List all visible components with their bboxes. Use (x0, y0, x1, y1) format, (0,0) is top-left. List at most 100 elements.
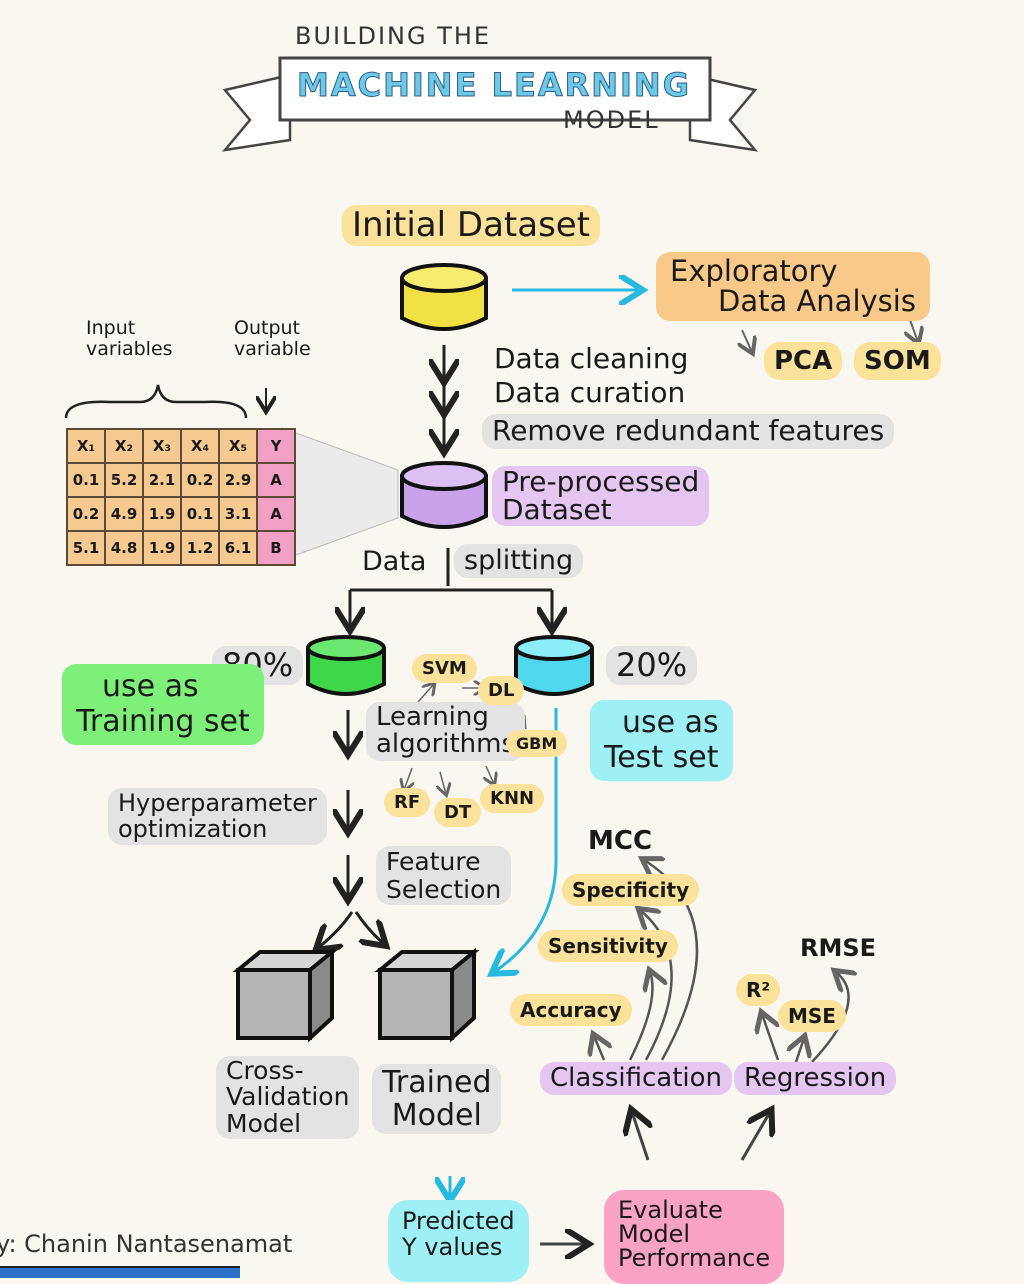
predicted-line-2: Y values (402, 1233, 503, 1262)
title-line-1: BUILDING THE (295, 22, 492, 50)
trained-line-2: Model (391, 1098, 482, 1133)
data-table-cell: 1.9 (142, 530, 182, 566)
regression-label: Regression (734, 1062, 897, 1095)
algo-svm: SVM (412, 654, 477, 683)
feature-line-1: Feature (386, 847, 481, 876)
data-table-cell: 2.1 (142, 462, 182, 498)
cv-line-1: Cross- (226, 1056, 304, 1085)
initial-dataset-label: Initial Dataset (342, 205, 601, 247)
trained-model-box-icon (374, 948, 480, 1043)
algo-rf: RF (384, 788, 431, 817)
input-variables-text: Input variables (86, 317, 173, 360)
trained-model-label: Trained Model (372, 1064, 502, 1134)
classification-label: Classification (540, 1062, 733, 1095)
algo-dl: DL (478, 676, 525, 705)
title-banner: BUILDING THE MACHINE LEARNING MODEL (205, 20, 775, 160)
step-remove-redundant-features: Remove redundant features (482, 414, 895, 449)
training-set-database-icon (306, 635, 386, 696)
banner-ribbon-icon (221, 56, 759, 152)
learning-algorithms-label: Learning algorithms (366, 702, 526, 761)
data-table-cell: A (256, 462, 296, 498)
training-set-label: use as Training set (62, 664, 264, 745)
pca-chip: PCA (764, 342, 843, 380)
data-table-cell: 5.1 (66, 530, 106, 566)
data-table-cell: 1.9 (142, 496, 182, 532)
data-table-cell: 0.1 (180, 496, 220, 532)
output-variable-text: Output variable (234, 317, 311, 360)
initial-dataset-database-icon (400, 263, 488, 331)
metric-mcc: MCC (588, 826, 653, 856)
eda-label: Exploratory Data Analysis (656, 252, 930, 321)
cross-validation-model-label: Cross- Validation Model (216, 1056, 360, 1139)
cv-line-2: Validation (226, 1082, 350, 1112)
data-table-cell: 0.2 (66, 496, 106, 532)
test-line-1: use as (622, 705, 719, 740)
metric-specificity: Specificity (562, 874, 700, 906)
step-data-curation: Data curation (494, 376, 686, 409)
trained-line-1: Trained (382, 1065, 492, 1100)
predicted-y-values-label: Predicted Y values (388, 1200, 529, 1282)
learning-line-1: Learning (376, 702, 489, 732)
hyperparameter-line-1: Hyperparameter (118, 789, 317, 817)
hyperparameter-line-2: optimization (118, 815, 268, 844)
cross-validation-model-box-icon (232, 948, 338, 1043)
eda-label-line-2: Data Analysis (718, 284, 916, 319)
cv-line-3: Model (226, 1108, 302, 1138)
evaluate-performance-label: Evaluate Model Performance (604, 1190, 785, 1284)
evaluate-line-1: Evaluate (618, 1196, 723, 1224)
preprocessed-dataset-database-icon (400, 461, 488, 529)
metric-mse: MSE (778, 1000, 846, 1032)
preprocessed-line-1: Pre-processed (502, 465, 700, 498)
training-line-2: Training set (76, 703, 250, 739)
test-line-2: Test set (604, 739, 719, 775)
test-set-database-icon (514, 635, 594, 696)
data-table-cell: 6.1 (218, 530, 258, 566)
data-table-header-cell: X₂ (104, 428, 144, 464)
input-variables-label: Input variables (86, 318, 186, 360)
predicted-line-1: Predicted (402, 1207, 515, 1235)
data-table-cell: 1.2 (180, 530, 220, 566)
preprocessed-dataset-label: Pre-processed Dataset (492, 465, 710, 526)
data-table-cell: A (256, 496, 296, 532)
data-table-cell: 5.2 (104, 462, 144, 498)
som-chip: SOM (854, 342, 941, 380)
title-line-2: MACHINE LEARNING (297, 66, 691, 105)
data-table-cell: 3.1 (218, 496, 258, 532)
data-table-header-cell: X₃ (142, 428, 182, 464)
test-set-label: use as Test set (590, 700, 733, 781)
data-table-header-cell: X₄ (180, 428, 220, 464)
algo-dt: DT (434, 798, 482, 827)
splitting-label-right: splitting (454, 544, 584, 578)
data-table-cell: B (256, 530, 296, 566)
data-table-cell: 0.2 (180, 462, 220, 498)
data-table-cell: 4.8 (104, 530, 144, 566)
data-table-cell: 4.9 (104, 496, 144, 532)
eda-label-line-1: Exploratory (670, 254, 838, 288)
data-table-header-cell: X₅ (218, 428, 258, 464)
footer-logo-strip (0, 1266, 240, 1278)
algo-gbm: GBM (506, 730, 568, 757)
algo-knn: KNN (480, 784, 545, 813)
metric-rmse: RMSE (800, 934, 877, 962)
output-variable-label: Output variable (234, 318, 324, 360)
author-credit: y: Chanin Nantasenamat (0, 1230, 293, 1258)
training-line-1: use as (102, 669, 199, 704)
data-table-cell: 0.1 (66, 462, 106, 498)
test-percent: 20% (606, 646, 698, 686)
metric-r2: R² (736, 974, 781, 1006)
feature-selection-label: Feature Selection (376, 846, 512, 905)
data-table-header-cell: Y (256, 428, 296, 464)
learning-line-2: algorithms (376, 729, 516, 760)
feature-line-2: Selection (386, 874, 502, 904)
metric-sensitivity: Sensitivity (538, 930, 678, 962)
data-table-header-cell: X₁ (66, 428, 106, 464)
preprocessed-line-2: Dataset (502, 493, 612, 526)
metric-accuracy: Accuracy (510, 994, 632, 1026)
